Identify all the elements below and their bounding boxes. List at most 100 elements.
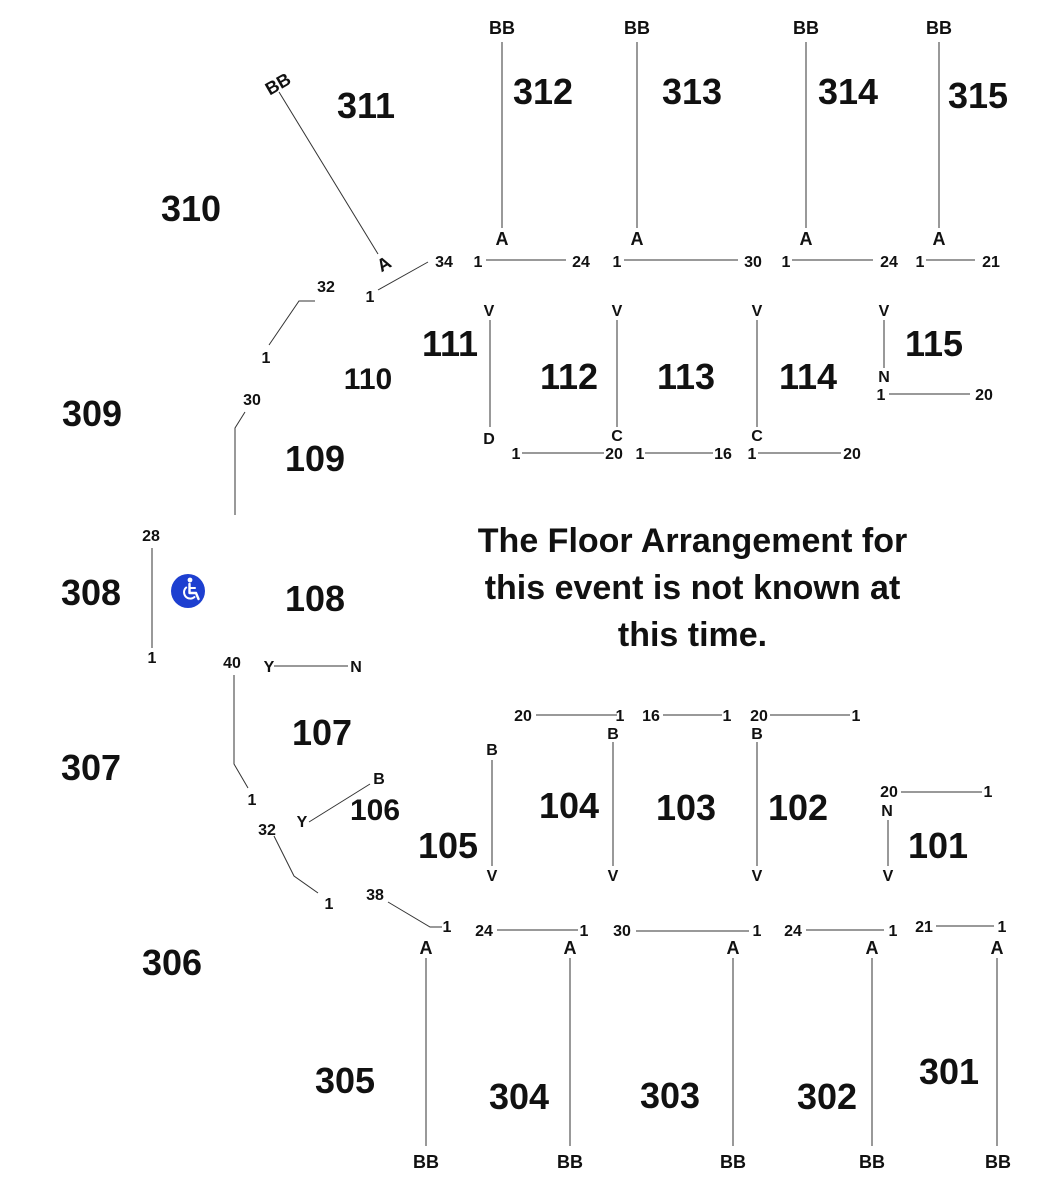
seat-number: 16 — [714, 446, 732, 463]
section-309[interactable]: 309 — [62, 393, 122, 434]
row-lines — [151, 42, 998, 1146]
seat-number: 24 — [784, 923, 802, 940]
row-label: C — [611, 428, 623, 445]
seat-number: 32 — [317, 279, 335, 296]
section-labels: 311 312 313 314 315 310 111 110 112 113 … — [61, 71, 1008, 1117]
section-113[interactable]: 113 — [657, 356, 715, 397]
row-label: B — [607, 726, 619, 743]
section-114[interactable]: 114 — [779, 356, 837, 397]
section-314[interactable]: 314 — [818, 71, 878, 112]
seat-number: 1 — [474, 254, 483, 271]
row-label: V — [484, 303, 495, 320]
section-107[interactable]: 107 — [292, 712, 352, 753]
row-label: A — [564, 938, 577, 958]
seat-number: 20 — [514, 708, 532, 725]
seat-number: 1 — [636, 446, 645, 463]
row-label: BB — [926, 18, 952, 38]
seat-number: 1 — [616, 708, 625, 725]
row-label: BB — [859, 1152, 885, 1172]
row-label: A — [373, 252, 394, 276]
section-115[interactable]: 115 — [905, 323, 963, 364]
row-label: A — [866, 938, 879, 958]
row-label: A — [991, 938, 1004, 958]
section-301[interactable]: 301 — [919, 1051, 979, 1092]
section-303[interactable]: 303 — [640, 1075, 700, 1116]
section-315[interactable]: 315 — [948, 75, 1008, 116]
row-label: V — [879, 303, 890, 320]
row-label: Y — [297, 814, 308, 831]
row-label: N — [878, 369, 890, 386]
row-label: BB — [985, 1152, 1011, 1172]
seat-number: 1 — [723, 708, 732, 725]
row-label: C — [751, 428, 763, 445]
section-111[interactable]: 111 — [422, 323, 478, 364]
section-312[interactable]: 312 — [513, 71, 573, 112]
seat-number: 1 — [248, 792, 257, 809]
row-label: V — [487, 868, 498, 885]
row-label: A — [933, 229, 946, 249]
seat-number: 1 — [753, 923, 762, 940]
section-101[interactable]: 101 — [908, 825, 968, 866]
section-306[interactable]: 306 — [142, 942, 202, 983]
seat-number: 1 — [148, 650, 157, 667]
seat-number: 20 — [975, 387, 993, 404]
row-label: A — [496, 229, 509, 249]
section-106[interactable]: 106 — [350, 794, 400, 827]
section-310[interactable]: 310 — [161, 188, 221, 229]
section-105[interactable]: 105 — [418, 825, 478, 866]
section-102[interactable]: 102 — [768, 787, 828, 828]
section-110[interactable]: 110 — [344, 363, 392, 396]
section-305[interactable]: 305 — [315, 1060, 375, 1101]
notice-line: this event is not known at — [484, 569, 901, 607]
row-label: BB — [793, 18, 819, 38]
seat-number: 28 — [142, 528, 160, 545]
seat-number: 24 — [880, 254, 898, 271]
row-label: B — [751, 726, 763, 743]
section-112[interactable]: 112 — [540, 356, 598, 397]
seat-number: 1 — [325, 896, 334, 913]
row-label: BB — [624, 18, 650, 38]
seat-number: 34 — [435, 254, 453, 271]
section-304[interactable]: 304 — [489, 1076, 549, 1117]
row-label: BB — [262, 69, 295, 99]
row-label: A — [727, 938, 740, 958]
seat-number: 1 — [443, 919, 452, 936]
section-108[interactable]: 108 — [285, 578, 345, 619]
seat-number: 30 — [744, 254, 762, 271]
section-307[interactable]: 307 — [61, 747, 121, 788]
row-label: A — [800, 229, 813, 249]
notice-line: The Floor Arrangement for — [477, 522, 908, 560]
row-label: V — [883, 868, 894, 885]
section-104[interactable]: 104 — [539, 785, 599, 826]
section-311[interactable]: 311 — [337, 85, 395, 126]
seat-number: 20 — [843, 446, 861, 463]
row-label: V — [752, 868, 763, 885]
seat-number: 1 — [613, 254, 622, 271]
row-label: V — [612, 303, 623, 320]
seat-number: 21 — [982, 254, 1000, 271]
wheelchair-icon — [171, 574, 205, 608]
row-label: BB — [413, 1152, 439, 1172]
row-label: D — [483, 431, 495, 448]
seat-number: 20 — [605, 446, 623, 463]
seat-number: 32 — [258, 822, 276, 839]
seat-number: 20 — [880, 784, 898, 801]
seat-number: 1 — [512, 446, 521, 463]
seat-number: 20 — [750, 708, 768, 725]
section-103[interactable]: 103 — [656, 787, 716, 828]
seat-number: 1 — [852, 708, 861, 725]
seat-number: 38 — [366, 887, 384, 904]
section-308[interactable]: 308 — [61, 572, 121, 613]
row-label: N — [350, 659, 362, 676]
section-313[interactable]: 313 — [662, 71, 722, 112]
row-label: BB — [720, 1152, 746, 1172]
seat-number: 21 — [915, 919, 933, 936]
seat-number: 1 — [748, 446, 757, 463]
seat-number: 24 — [572, 254, 590, 271]
notice-line: this time. — [617, 616, 768, 654]
section-302[interactable]: 302 — [797, 1076, 857, 1117]
row-label: B — [486, 742, 498, 759]
section-109[interactable]: 109 — [285, 438, 345, 479]
seat-number: 40 — [223, 655, 241, 672]
